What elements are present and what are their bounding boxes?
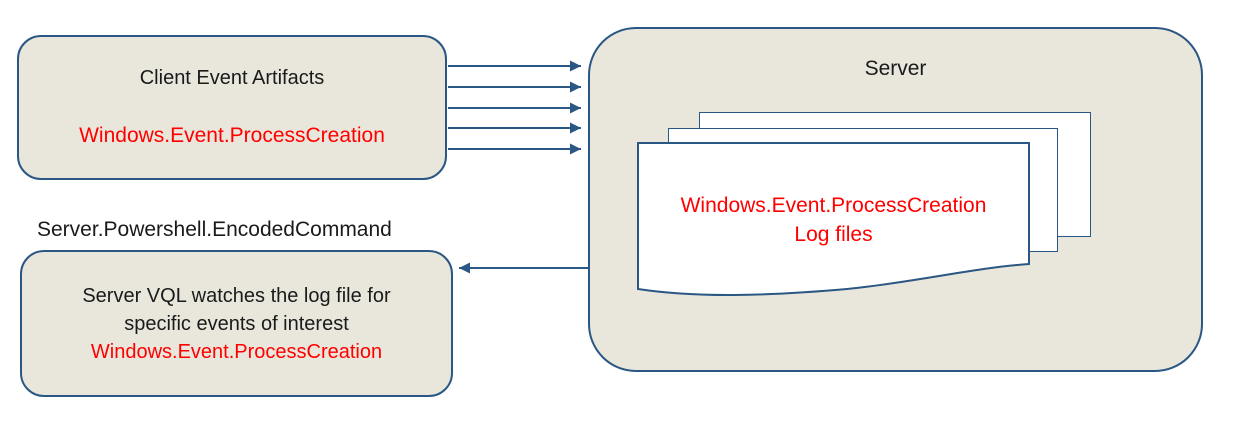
watch-box-line-1: Server VQL watches the log file for bbox=[82, 284, 391, 307]
server-artifact-label: Server.Powershell.EncodedCommand bbox=[37, 218, 392, 241]
document-log-files-label: Log files bbox=[794, 223, 873, 246]
log-file-document-text: Windows.Event.ProcessCreation Log files bbox=[637, 191, 1030, 249]
document-shape bbox=[637, 142, 1030, 297]
watch-box-artifact-name: Windows.Event.ProcessCreation bbox=[90, 340, 383, 363]
watch-box-line-2: specific events of interest bbox=[124, 312, 349, 335]
server-vql-watch-box: Server VQL watches the log file for spec… bbox=[20, 250, 453, 397]
client-box-title: Client Event Artifacts bbox=[139, 67, 325, 89]
server-box-title: Server bbox=[864, 57, 927, 80]
client-artifact-name: Windows.Event.ProcessCreation bbox=[79, 124, 385, 147]
document-artifact-name: Windows.Event.ProcessCreation bbox=[680, 194, 987, 217]
client-event-artifacts-box: Client Event Artifacts Windows.Event.Pro… bbox=[17, 35, 447, 180]
log-file-document bbox=[637, 142, 1030, 297]
